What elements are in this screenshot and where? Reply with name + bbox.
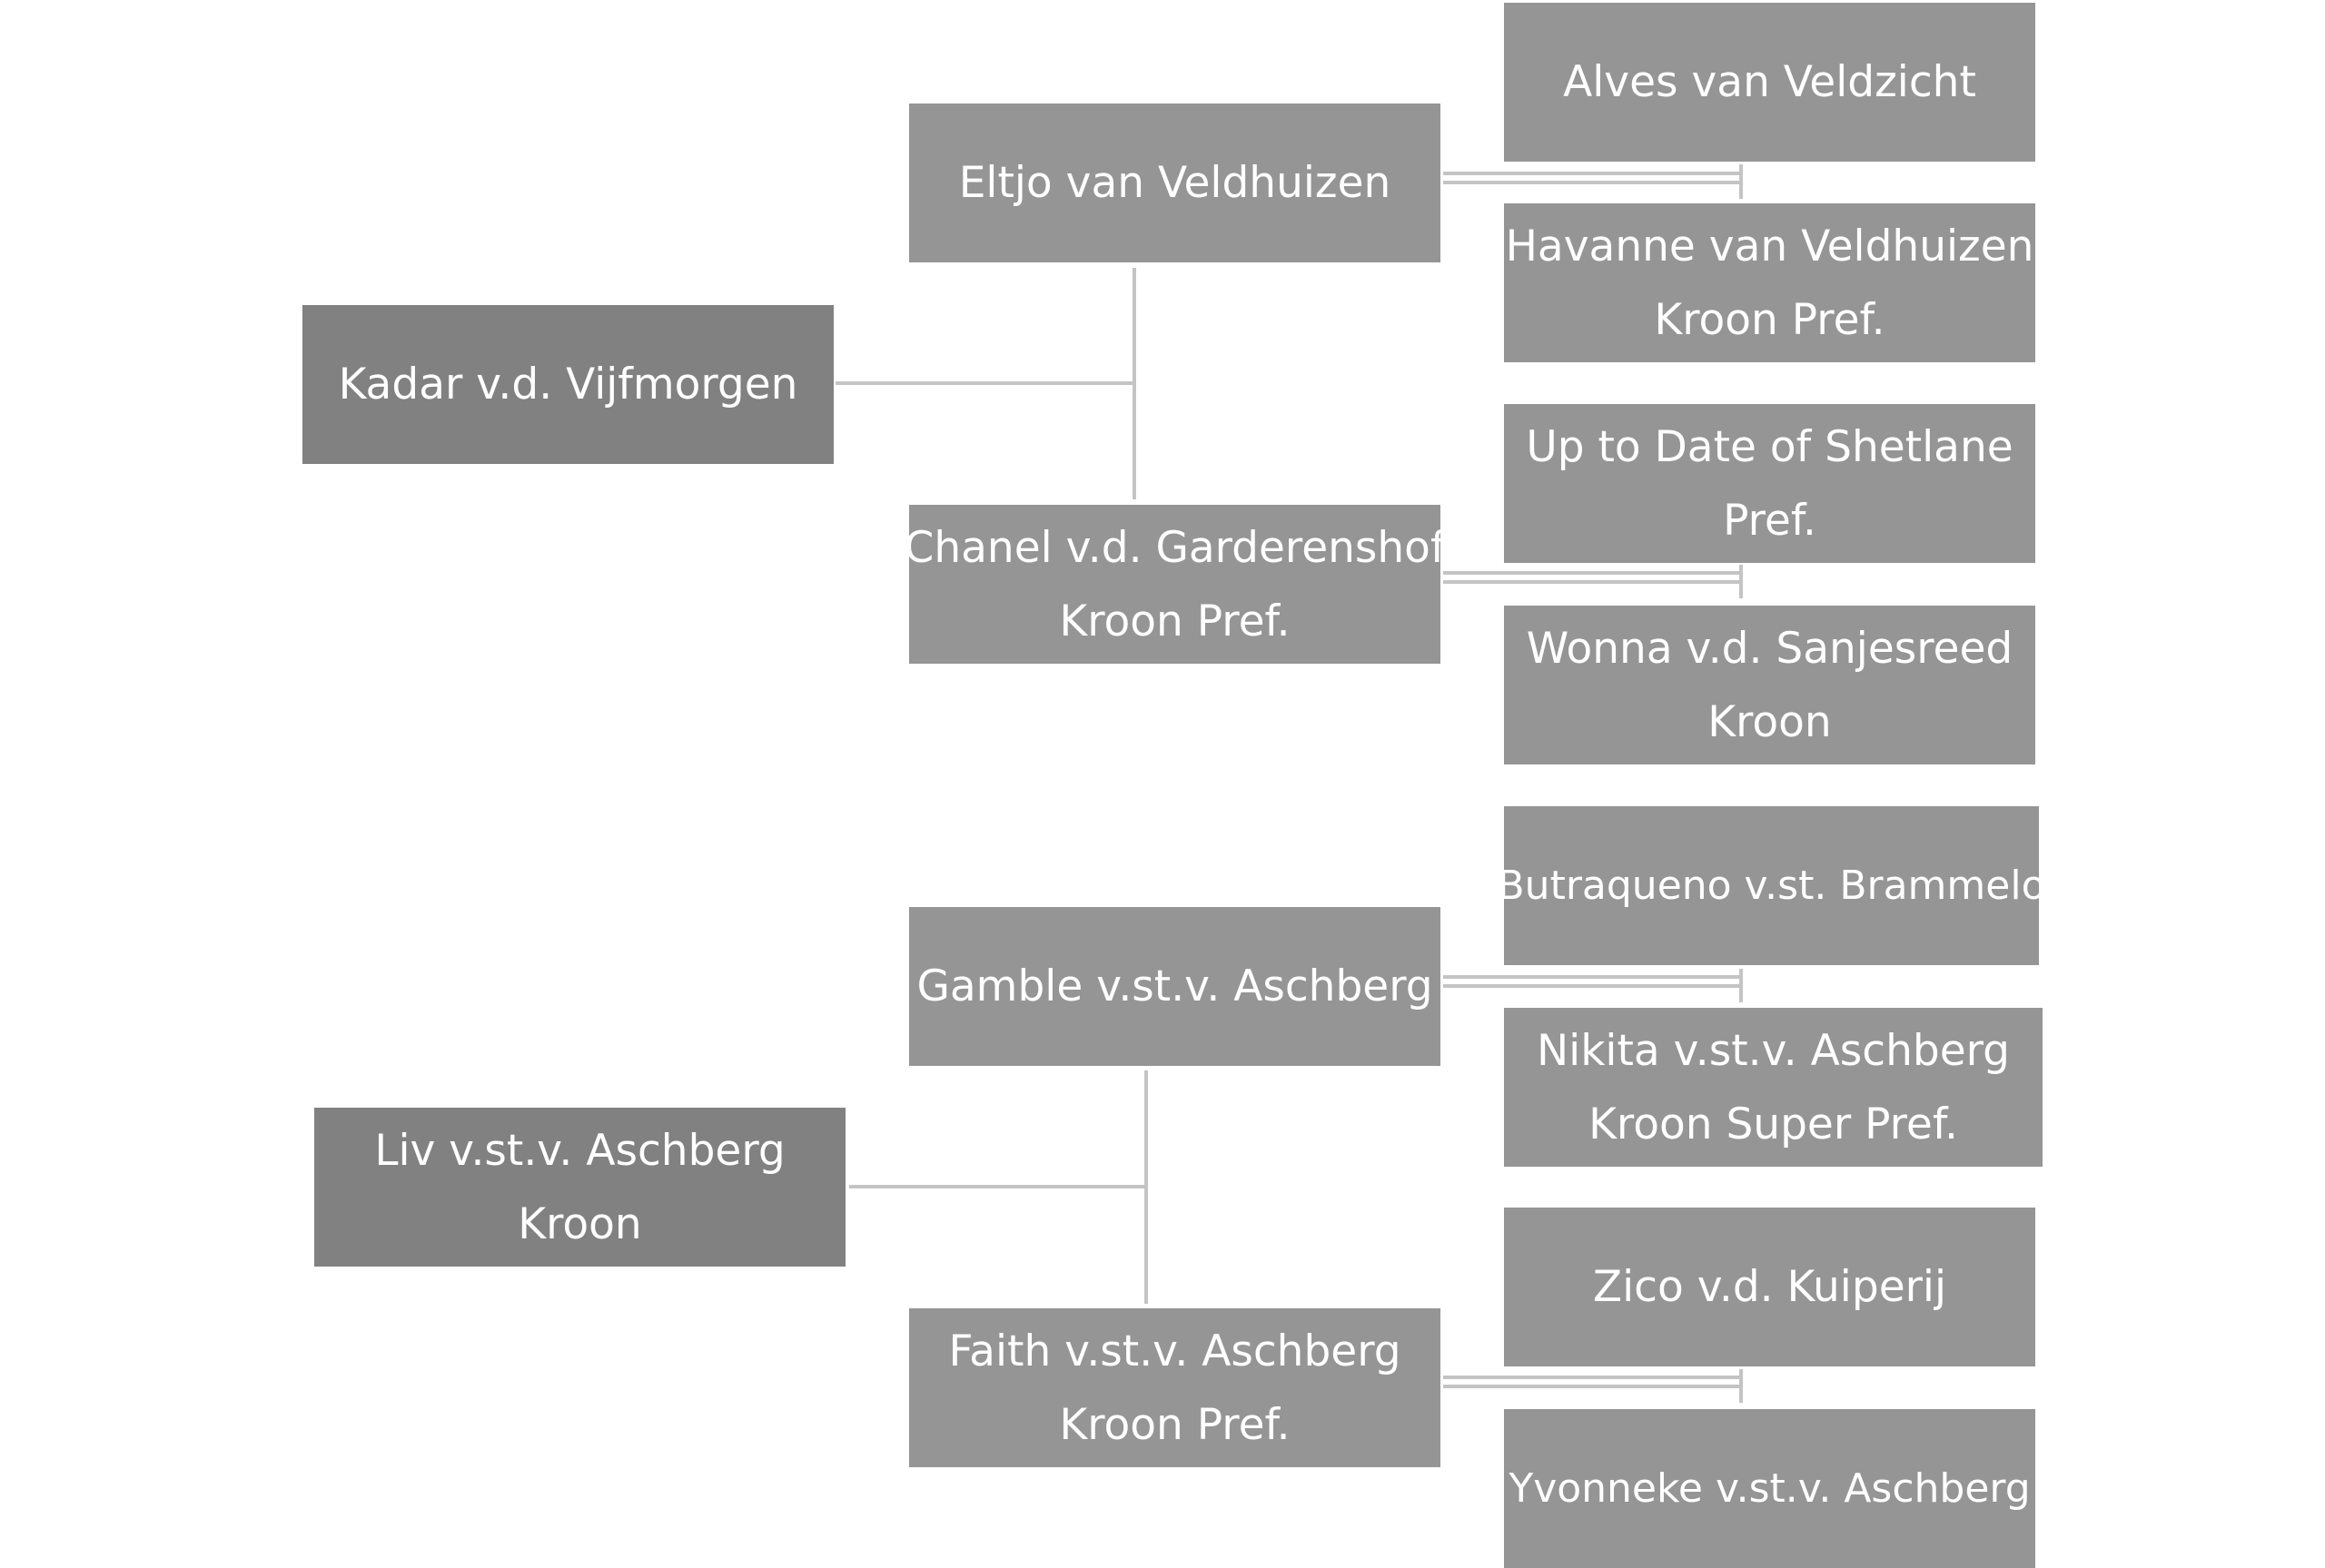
grandsire-name: Alves van Veldzicht xyxy=(1563,57,1976,107)
granddam-title: Kroon xyxy=(1707,696,1832,747)
grandsire-name: Up to Date of Shetlane xyxy=(1526,421,2013,472)
granddam-name: Yvonneke v.st.v. Aschberg xyxy=(1509,1465,2031,1512)
granddam-name: Nikita v.st.v. Aschberg xyxy=(1536,1025,2011,1076)
granddam-box-wonna: Wonna v.d. Sanjesreed Kroon xyxy=(1504,606,2035,764)
granddam-name: Wonna v.d. Sanjesreed xyxy=(1526,623,2013,674)
dam-box-faith: Faith v.st.v. Aschberg Kroon Pref. xyxy=(909,1308,1440,1467)
grandsire-box-up-to-date: Up to Date of Shetlane Pref. xyxy=(1504,404,2035,563)
granddam-box-yvonneke: Yvonneke v.st.v. Aschberg xyxy=(1504,1409,2035,1568)
grandsire-name: Zico v.d. Kuiperij xyxy=(1592,1262,1947,1312)
sire-box-eltjo: Eltjo van Veldhuizen xyxy=(909,104,1440,262)
granddam-name: Havanne van Veldhuizen xyxy=(1505,221,2034,271)
granddam-title: Kroon Super Pref. xyxy=(1588,1099,1958,1149)
dam-name: Chanel v.d. Garderenshof xyxy=(904,522,1446,573)
grandsire-box-alves: Alves van Veldzicht xyxy=(1504,3,2035,162)
granddam-title: Kroon Pref. xyxy=(1654,294,1885,345)
grandsire-name: Butraqueno v.st. Brammelo xyxy=(1497,863,2046,909)
grandsire-box-butraqueno: Butraqueno v.st. Brammelo xyxy=(1498,806,2046,965)
subject-box-liv: Liv v.st.v. Aschberg Kroon xyxy=(314,1108,846,1267)
dam-name: Faith v.st.v. Aschberg xyxy=(948,1326,1401,1376)
subject-box-kadar: Kadar v.d. Vijfmorgen xyxy=(302,305,834,464)
sire-name: Gamble v.st.v. Aschberg xyxy=(916,962,1433,1011)
sire-name: Eltjo van Veldhuizen xyxy=(958,158,1391,208)
grandsire-box-zico: Zico v.d. Kuiperij xyxy=(1504,1208,2035,1366)
grandsire-title: Pref. xyxy=(1723,495,1816,546)
subject-name: Kadar v.d. Vijfmorgen xyxy=(338,360,798,409)
granddam-box-nikita: Nikita v.st.v. Aschberg Kroon Super Pref… xyxy=(1504,1008,2043,1167)
granddam-box-havanne: Havanne van Veldhuizen Kroon Pref. xyxy=(1504,203,2035,362)
dam-title: Kroon Pref. xyxy=(1059,596,1291,646)
subject-name: Liv v.st.v. Aschberg xyxy=(374,1125,786,1176)
dam-title: Kroon Pref. xyxy=(1059,1399,1291,1450)
dam-box-chanel: Chanel v.d. Garderenshof Kroon Pref. xyxy=(905,505,1445,664)
subject-title: Kroon xyxy=(518,1198,642,1249)
sire-box-gamble: Gamble v.st.v. Aschberg xyxy=(909,907,1440,1066)
